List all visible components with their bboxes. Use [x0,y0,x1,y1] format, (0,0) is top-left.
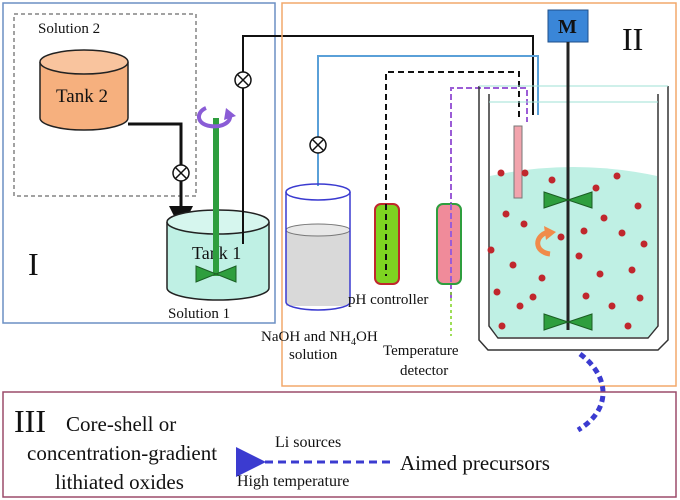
high-temperature-label: High temperature [237,473,349,490]
product-line3: lithiated oxides [55,470,184,494]
tank1-rotation-arrow-icon [197,106,233,129]
reactor-upper-blade [543,191,593,209]
tank1-outlet-pipe [242,35,534,244]
section-two-label: II [622,21,643,57]
solution2-label: Solution 2 [38,21,100,37]
temperature-label-line1: Temperature [383,343,459,359]
reactor-vessel [478,85,669,351]
motor-box [547,9,589,43]
naoh-valve-icon [309,136,327,154]
section-one-box [2,2,276,324]
reactor-to-precursor-arrow [576,351,606,433]
tank1-stirrer-shaft [213,118,219,276]
naoh-beaker [285,183,351,311]
temp-signal-line [450,87,528,298]
naoh-line [317,55,539,186]
naoh-label-line2: solution [289,347,338,363]
precursor-particles [487,169,648,330]
temperature-label-line2: detector [400,363,448,379]
solution2-dashed-box [13,13,197,197]
reactor-lower-blade [543,313,593,331]
reactor-inlet-tube [513,125,523,199]
reactor-rotation-arrow-icon [535,229,551,257]
section-two-box [281,2,677,387]
section-three-label: III [14,403,46,439]
tank2-valve-icon [172,164,190,182]
section-three-box [2,391,677,498]
ph-controller-label: pH controller [348,292,428,308]
solution1-label: Solution 1 [168,306,230,322]
product-line2: concentration-gradient [27,441,217,465]
tank2: Tank 2 [39,49,129,131]
section-one-label: I [28,246,39,282]
tank1-stirrer-blade [195,265,237,283]
tank2-pipe [128,122,193,230]
li-sources-label: Li sources [275,434,341,451]
aimed-precursors-label: Aimed precursors [400,451,550,475]
naoh-label-line1: NaOH and NH4OH [261,329,378,348]
temperature-probe [436,203,462,285]
tank1-valve-icon [234,71,252,89]
motor-label: M [558,16,577,38]
ph-signal-line [385,71,520,270]
tank2-label: Tank 2 [56,86,108,107]
product-line1: Core-shell or [66,412,176,436]
